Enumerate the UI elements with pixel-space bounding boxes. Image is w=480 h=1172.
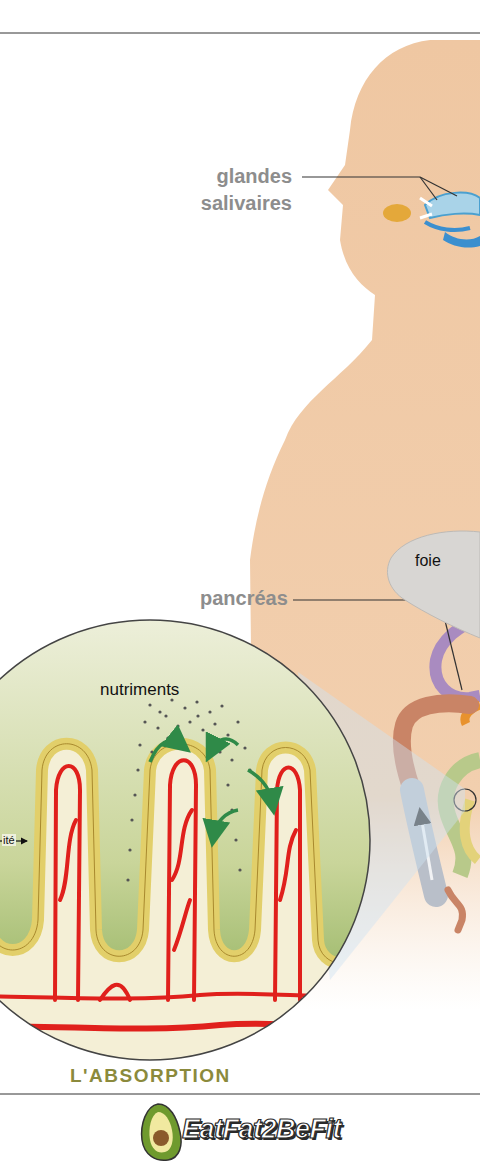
heading-label: L'ABSORPTION — [70, 1065, 231, 1087]
teeth — [420, 198, 432, 218]
rule-line — [0, 33, 480, 34]
gland — [425, 193, 480, 218]
part-label: glandes salivaires — [162, 163, 292, 217]
liver-outline — [387, 531, 480, 638]
logo-text: EatFat2BeFit — [182, 1114, 341, 1145]
gland — [383, 204, 411, 222]
magnified-circle: nutrimentsitéL'ABSORPTION — [0, 620, 370, 1060]
lens-outline — [0, 620, 370, 1060]
leader-line — [420, 177, 437, 200]
gland — [443, 232, 480, 248]
leader-line — [302, 176, 420, 177]
liver-organ: foie — [385, 528, 480, 640]
nutrient-label: nutriments — [100, 680, 179, 700]
node-shape — [0, 620, 370, 1060]
organ-label: foie — [415, 552, 441, 570]
leader-line — [420, 177, 457, 196]
gland — [425, 222, 470, 230]
rule-line — [0, 1094, 480, 1095]
node-shape — [385, 528, 480, 640]
logo-avocado — [142, 1104, 181, 1160]
rectum — [448, 890, 463, 930]
part-label: pancréas — [200, 587, 288, 610]
villi-illustration — [0, 610, 380, 1070]
villus-label: ité — [2, 834, 16, 846]
